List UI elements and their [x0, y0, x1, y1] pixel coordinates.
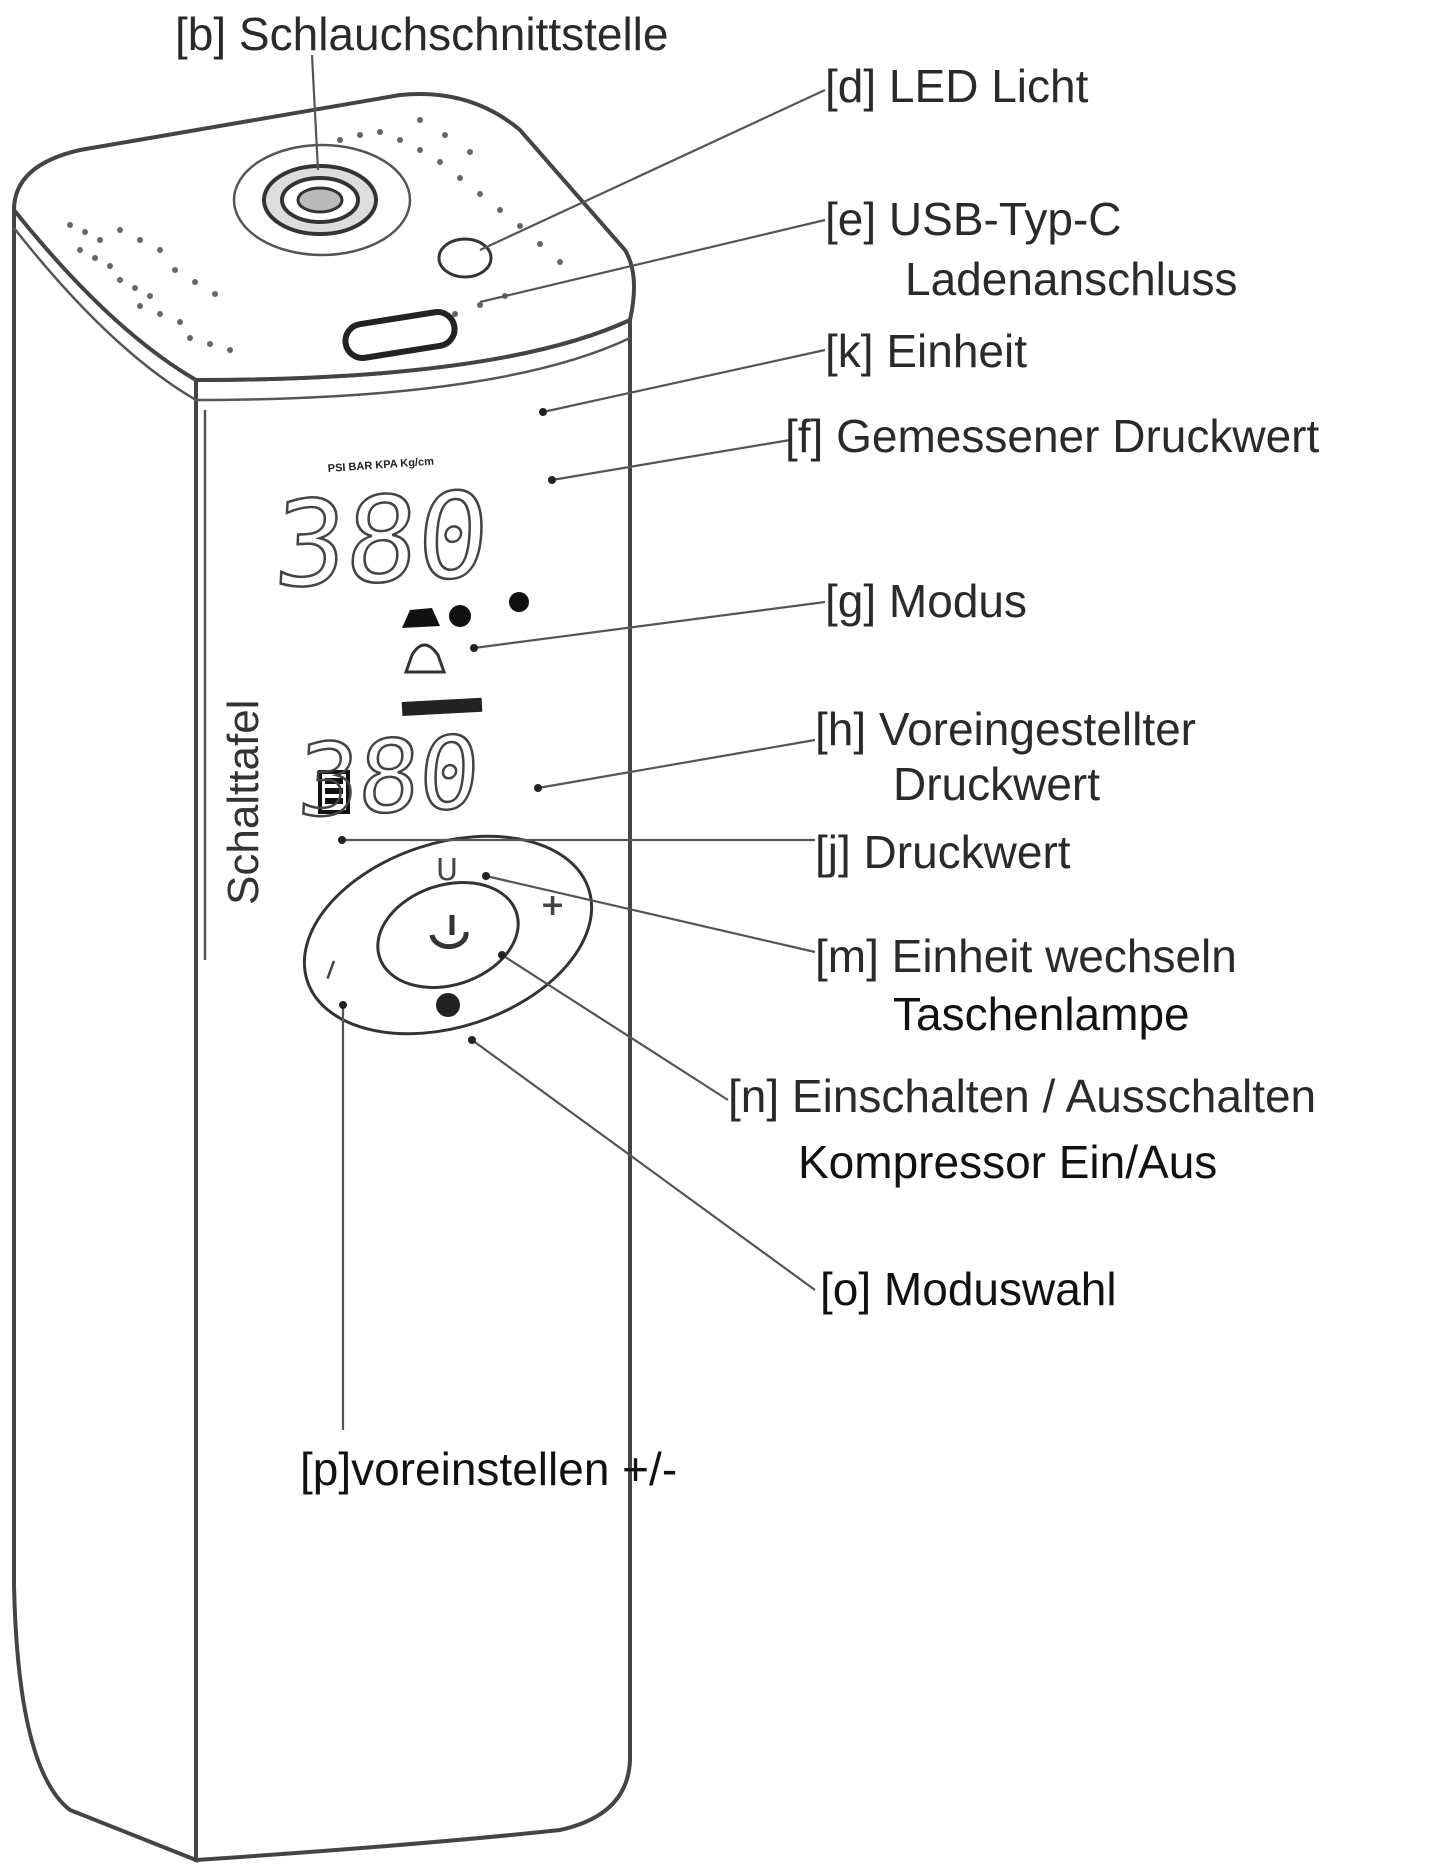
- label-b-schlauchschnittstelle: [b] Schlauchschnittstelle: [175, 8, 669, 60]
- mode-select-button[interactable]: [436, 993, 460, 1017]
- label-n-kompressor-ein-aus: Kompressor Ein/Aus: [798, 1136, 1217, 1188]
- label-o-moduswahl: [o] Moduswahl: [820, 1263, 1117, 1315]
- led-light: [437, 237, 493, 279]
- vent-holes-left: [67, 222, 233, 353]
- label-f-gemessener-druckwert: [f] Gemessener Druckwert: [785, 410, 1319, 462]
- ball-mode-icon: [509, 592, 529, 612]
- leader-lines: [310, 54, 826, 1430]
- label-e-ladenanschluss: Ladenanschluss: [905, 253, 1237, 305]
- preset-indicator-bar: [401, 697, 483, 716]
- label-h-druckwert: Druckwert: [893, 758, 1100, 810]
- label-n-einschalten-ausschalten: [n] Einschalten / Ausschalten: [728, 1070, 1316, 1122]
- label-j-druckwert: [j] Druckwert: [815, 826, 1071, 878]
- bike-mode-icon: [449, 605, 471, 627]
- car-mode-icon: [402, 608, 440, 628]
- label-e-usb-typ-c: [e] USB-Typ-C: [825, 193, 1122, 245]
- label-d-led-licht: [d] LED Licht: [825, 60, 1089, 112]
- unit-switch-button[interactable]: U: [436, 853, 458, 888]
- preset-pressure-digits: 380: [295, 714, 482, 840]
- control-ring-inner: [376, 880, 520, 990]
- side-label-schalttafel: Schalttafel: [219, 700, 268, 905]
- callout-labels: [b] Schlauchschnittstelle [d] LED Licht …: [175, 8, 1319, 1495]
- body-left-face: [12, 204, 198, 1863]
- cap-rim-line: [13, 227, 631, 402]
- power-icon: [429, 931, 469, 950]
- hose-interface: [232, 143, 412, 257]
- power-button[interactable]: [429, 915, 469, 950]
- label-m-taschenlampe: Taschenlampe: [893, 988, 1190, 1040]
- custom-mode-icon: [403, 643, 447, 674]
- label-p-voreinstellen: [p]voreinstellen +/-: [300, 1443, 677, 1495]
- battery-icon: [318, 770, 350, 814]
- body-top-cap: [11, 92, 636, 383]
- mode-icons: [402, 592, 529, 674]
- measured-pressure-digits: 380: [271, 466, 492, 615]
- label-k-einheit: [k] Einheit: [825, 325, 1027, 377]
- top-cap-details: [67, 117, 563, 361]
- device-body: [11, 92, 636, 1863]
- label-g-modus: [g] Modus: [825, 575, 1027, 627]
- lcd-display: PSI BAR KPA Kg/cm 380 380: [270, 456, 529, 841]
- label-m-einheit-wechseln: [m] Einheit wechseln: [815, 930, 1237, 982]
- label-h-voreingestellter: [h] Voreingestellter: [815, 703, 1196, 755]
- control-panel: U + −: [302, 834, 594, 1036]
- usb-c-port: [342, 309, 458, 361]
